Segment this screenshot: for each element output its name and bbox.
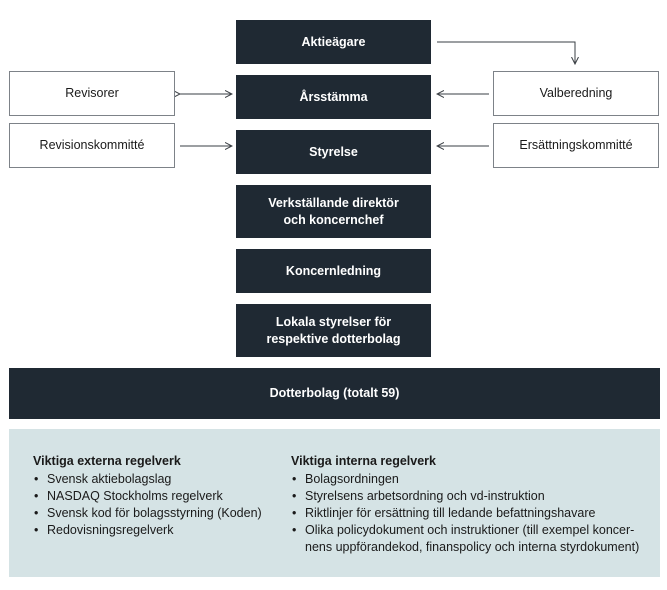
internal-item-line-1: Olika policydokument och instruktioner (… xyxy=(305,523,635,537)
edge-aktieagare-valberedning xyxy=(437,41,575,64)
internal-item: Bolagsordningen xyxy=(291,471,651,488)
external-item: Svensk aktiebolagslag xyxy=(33,471,283,488)
regelverk-panel: Viktiga externa regelverk Svensk aktiebo… xyxy=(9,429,660,577)
node-styrelse: Styrelse xyxy=(236,130,431,174)
node-koncernledning: Koncernledning xyxy=(236,249,431,293)
internal-item: Olika policydokument och instruktioner (… xyxy=(291,522,651,556)
external-title: Viktiga externa regelverk xyxy=(33,454,181,468)
external-item: Svensk kod för bolagsstyrning (Koden) xyxy=(33,505,283,522)
external-item: Redovisningsregelverk xyxy=(33,522,283,539)
node-lokala-line-1: Lokala styrelser för xyxy=(275,314,392,329)
node-vd-line-2: och koncernchef xyxy=(283,212,384,227)
internal-item: Styrelsens arbetsordning och vd-instrukt… xyxy=(291,488,651,505)
internal-title: Viktiga interna regelverk xyxy=(291,454,436,468)
external-list: Svensk aktiebolagslag NASDAQ Stockholms … xyxy=(33,471,283,539)
internal-regelverk: Viktiga interna regelverk Bolagsordninge… xyxy=(291,453,651,556)
external-item: NASDAQ Stockholms regelverk xyxy=(33,488,283,505)
node-revisionskommitte: Revisionskommitté xyxy=(9,123,175,168)
node-valberedning: Valberedning xyxy=(493,71,659,116)
node-vd: Verkställande direktör och koncernchef xyxy=(236,185,431,238)
internal-item: Riktlinjer för ersättning till ledande b… xyxy=(291,505,651,522)
node-lokala-styrelser: Lokala styrelser för respektive dotterbo… xyxy=(236,304,431,357)
node-aktieagare: Aktieägare xyxy=(236,20,431,64)
node-arsstamma: Årsstämma xyxy=(236,75,431,119)
node-revisorer: Revisorer xyxy=(9,71,175,116)
node-lokala-line-2: respektive dotterbolag xyxy=(266,331,401,346)
node-dotterbolag: Dotterbolag (totalt 59) xyxy=(9,368,660,419)
node-vd-line-1: Verkställande direktör xyxy=(268,195,399,210)
internal-list: Bolagsordningen Styrelsens arbetsordning… xyxy=(291,471,651,556)
external-regelverk: Viktiga externa regelverk Svensk aktiebo… xyxy=(33,453,283,539)
node-ersattningskommitte: Ersättningskommitté xyxy=(493,123,659,168)
internal-item-line-2: nens uppförandekod, finanspolicy och int… xyxy=(305,540,640,554)
